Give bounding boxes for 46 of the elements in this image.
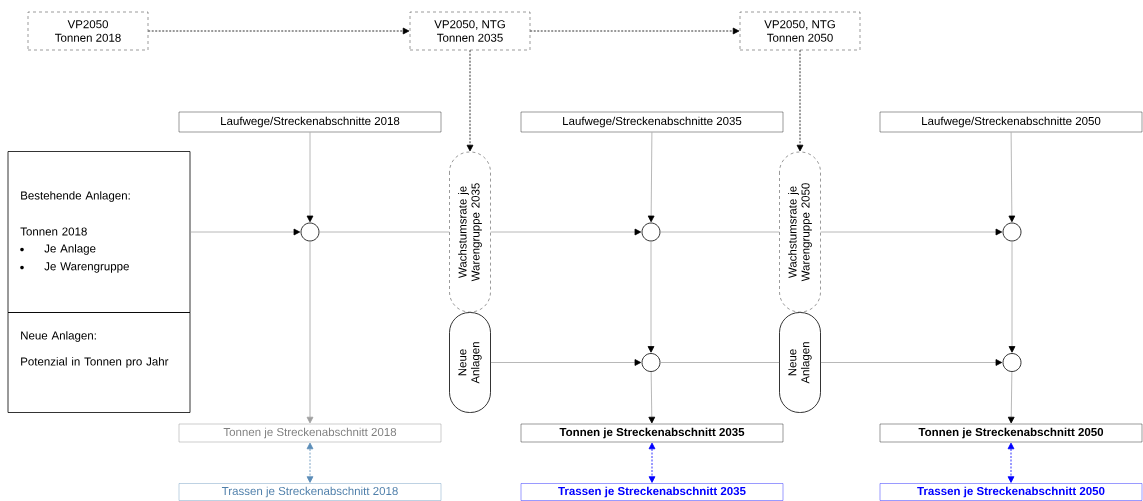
connector-line bbox=[319, 231, 450, 233]
arrow bbox=[306, 442, 314, 483]
arrow bbox=[1008, 131, 1016, 223]
result-box: Tonnen je Streckenabschnitt 2018 bbox=[178, 423, 442, 443]
arrow bbox=[647, 131, 655, 223]
connector-line bbox=[660, 362, 780, 363]
input-box: Neue Anlagen: Potenzial in Tonnen pro Jahr bbox=[7, 312, 191, 413]
junction-circle bbox=[1002, 222, 1022, 242]
arrow bbox=[306, 241, 314, 424]
pill-box: Neue Anlagen bbox=[779, 312, 821, 413]
process-box: Laufwege/Streckenabschnitte 2035 bbox=[520, 111, 784, 133]
arrow bbox=[820, 228, 1003, 236]
process-box: Laufwege/Streckenabschnitte 2050 bbox=[879, 111, 1143, 133]
arrow bbox=[306, 131, 314, 223]
result-box: Trassen je Streckenabschnitt 2035 bbox=[520, 483, 784, 501]
result-box: Trassen je Streckenabschnitt 2050 bbox=[879, 483, 1143, 501]
pill-box: Neue Anlagen bbox=[449, 312, 491, 413]
arrow bbox=[466, 49, 474, 152]
rate-pill: Wachstumsrate je Warengruppe 2035 bbox=[449, 151, 491, 313]
arrow bbox=[529, 27, 740, 35]
source-box: VP2050 Tonnen 2018 bbox=[27, 11, 149, 51]
arrow bbox=[490, 359, 642, 366]
arrow bbox=[490, 228, 642, 236]
process-box: Laufwege/Streckenabschnitte 2018 bbox=[178, 111, 442, 133]
arrow bbox=[1007, 442, 1015, 483]
arrow bbox=[147, 27, 410, 35]
input-box: Bestehende Anlagen: Tonnen 2018 Je Anlage Je Warengruppe bbox=[7, 151, 191, 313]
junction-circle bbox=[641, 353, 661, 372]
arrow bbox=[820, 359, 1003, 366]
connector-line bbox=[660, 231, 780, 233]
junction-circle bbox=[641, 222, 661, 242]
arrow bbox=[796, 49, 804, 152]
arrow bbox=[190, 228, 301, 236]
junction-circle bbox=[300, 222, 320, 242]
arrow bbox=[1008, 241, 1016, 353]
source-box: VP2050, NTG Tonnen 2050 bbox=[739, 11, 861, 51]
arrow bbox=[647, 241, 655, 353]
source-box: VP2050, NTG Tonnen 2035 bbox=[409, 11, 531, 51]
arrow bbox=[648, 371, 656, 424]
result-box: Tonnen je Streckenabschnitt 2050 bbox=[879, 423, 1143, 443]
result-box: Trassen je Streckenabschnitt 2018 bbox=[178, 483, 442, 501]
arrow bbox=[1007, 371, 1015, 424]
arrow bbox=[648, 442, 656, 483]
rate-pill: Wachstumsrate je Warengruppe 2050 bbox=[779, 151, 821, 313]
result-box: Tonnen je Streckenabschnitt 2035 bbox=[520, 423, 784, 443]
junction-circle bbox=[1002, 353, 1022, 372]
